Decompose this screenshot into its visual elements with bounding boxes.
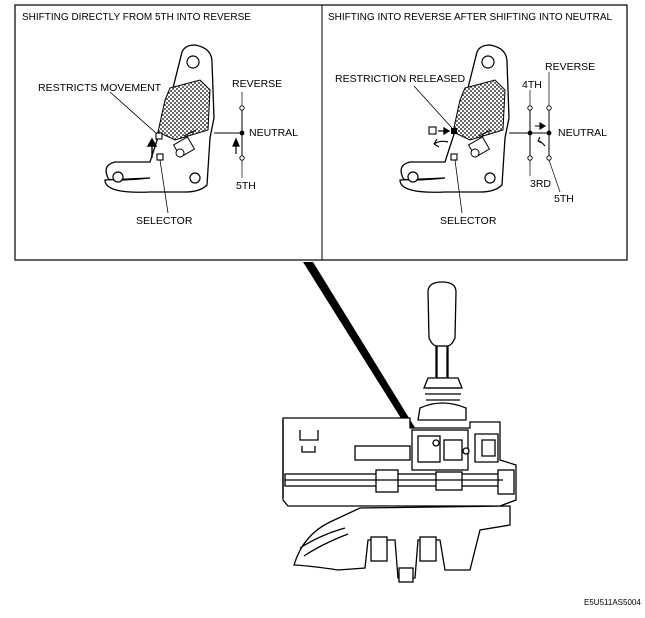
left-neutral-label: NEUTRAL <box>249 127 299 139</box>
left-panel-title: SHIFTING DIRECTLY FROM 5TH INTO REVERSE <box>22 12 251 23</box>
figure-code: E5U511AS5004 <box>584 598 641 607</box>
left-restriction-cam <box>157 79 211 141</box>
left-shift-gate <box>214 92 245 178</box>
left-restrict-leader <box>109 91 158 135</box>
shift-lever <box>417 281 467 421</box>
right-shift-gate <box>509 72 561 193</box>
right-selector-label: SELECTOR <box>440 215 497 227</box>
callout-pointer <box>303 262 430 455</box>
right-selector-plate <box>399 44 510 193</box>
shift-rod <box>284 469 515 495</box>
right-released-pin <box>451 128 457 134</box>
right-panel-title: SHIFTING INTO REVERSE AFTER SHIFTING INT… <box>328 12 613 23</box>
left-selector-pin <box>156 153 164 161</box>
left-reverse-label: REVERSE <box>232 78 283 90</box>
left-selector-label: SELECTOR <box>136 215 193 227</box>
left-up-arrow <box>146 137 158 158</box>
left-spring-part <box>172 129 197 158</box>
right-spring-part <box>467 129 492 158</box>
restriction-released-label: RESTRICTION RELEASED <box>335 73 466 85</box>
right-selector-pin <box>450 153 458 161</box>
left-selector-leader <box>159 159 169 214</box>
right-neutral-label: NEUTRAL <box>558 127 608 139</box>
left-restrict-pin <box>155 132 163 140</box>
right-third-label: 3RD <box>530 178 552 190</box>
right-reverse-label: REVERSE <box>545 61 596 73</box>
right-released-pin-outline <box>428 126 437 135</box>
right-released-leader <box>413 85 453 129</box>
transmission-housing <box>282 417 517 507</box>
lower-case <box>293 505 511 583</box>
right-restriction-cam <box>452 79 506 141</box>
right-release-arrow <box>438 126 451 136</box>
restricts-movement-label: RESTRICTS MOVEMENT <box>38 82 162 94</box>
left-fifth-label: 5TH <box>236 180 256 192</box>
right-curve-arrow <box>433 138 449 148</box>
right-fourth-label: 4TH <box>522 79 542 91</box>
left-selector-plate <box>104 44 215 193</box>
right-fifth-label: 5TH <box>554 193 574 205</box>
right-selector-leader <box>454 159 463 214</box>
